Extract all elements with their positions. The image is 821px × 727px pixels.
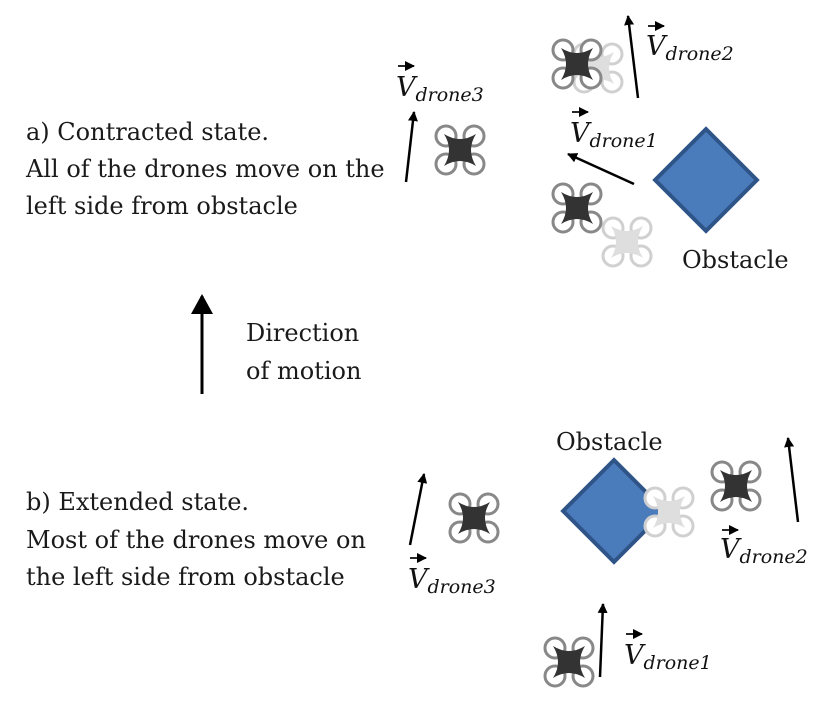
obstacle-label: Obstacle (682, 246, 789, 274)
motion-label-line1: Direction (246, 319, 359, 347)
obstacle-diamond-icon (652, 126, 760, 234)
panel-b-caption-line3: the left side from obstacle (26, 563, 345, 591)
quadcopter-drone-icon (710, 460, 762, 512)
drone2-velocity-label: Vdrone2 (646, 21, 734, 65)
svg-text:Vdrone3: Vdrone3 (396, 72, 484, 106)
quadcopter-drone-icon (448, 492, 500, 544)
ghost-drone-icon (601, 216, 653, 268)
drone2-velocity-arrow-icon (784, 437, 800, 523)
drone1-velocity-label: Vdrone1 (624, 629, 712, 674)
svg-text:Vdrone3: Vdrone3 (408, 564, 496, 598)
drone3-velocity-label: Vdrone3 (396, 61, 484, 106)
svg-text:Vdrone1: Vdrone1 (570, 118, 658, 152)
quadcopter-drone-icon (543, 636, 595, 688)
drone1-velocity-arrow-icon (597, 603, 608, 678)
panel-a-caption-line2: All of the drones move on the (25, 155, 385, 183)
drone3-velocity-arrow-icon (408, 473, 428, 546)
quadcopter-drone-icon (434, 124, 486, 176)
drone1-velocity-label: Vdrone1 (570, 107, 658, 152)
panel-b-caption-line2: Most of the drones move on (26, 526, 366, 554)
svg-text:Vdrone2: Vdrone2 (720, 534, 808, 568)
panel-b-caption-line1: b) Extended state. (26, 488, 249, 516)
panel-b: b) Extended state. Most of the drones mo… (26, 428, 808, 688)
panel-a-caption-line1: a) Contracted state. (26, 118, 269, 146)
drone1-velocity-arrow-icon (567, 152, 635, 186)
obstacle-diamond-icon (560, 457, 668, 565)
drone2-velocity-label: Vdrone2 (720, 525, 808, 568)
drone2-velocity-arrow-icon (624, 15, 640, 99)
svg-text:Vdrone2: Vdrone2 (646, 31, 734, 65)
motion-label-line2: of motion (246, 357, 361, 385)
obstacle-label: Obstacle (556, 428, 663, 456)
drone3-velocity-arrow-icon (404, 111, 418, 183)
drone3-velocity-label: Vdrone3 (408, 553, 496, 598)
quadcopter-drone-icon (551, 182, 603, 234)
panel-a-caption-line3: left side from obstacle (26, 192, 298, 220)
direction-of-motion-indicator: Direction of motion (191, 294, 361, 394)
panel-a: a) Contracted state. All of the drones m… (25, 15, 789, 274)
svg-text:Vdrone1: Vdrone1 (624, 640, 712, 674)
